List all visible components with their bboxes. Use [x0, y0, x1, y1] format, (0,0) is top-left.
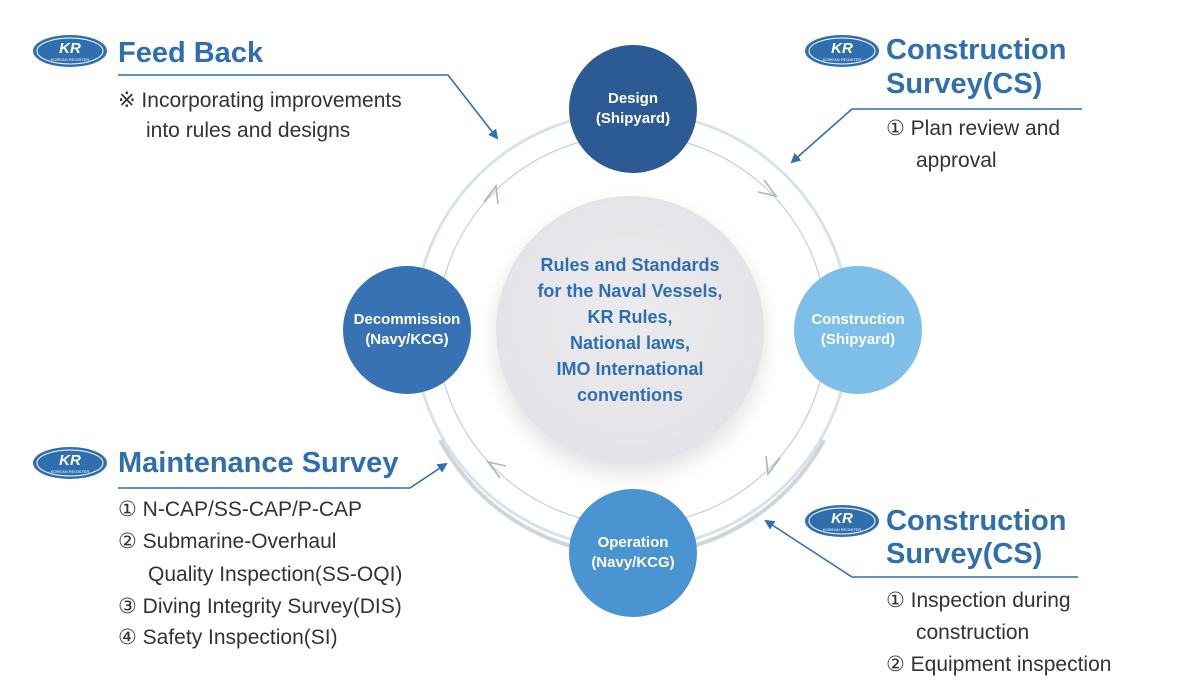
decommission-sublabel: (Navy/KCG)	[365, 331, 449, 348]
maintenance-item-3: Quality Inspection(SS-OQI)	[148, 563, 403, 586]
svg-text:KR: KR	[831, 40, 853, 57]
kr-logo-feedback: KR KOREAN REGISTER	[32, 34, 108, 68]
decommission-label: Decommission	[353, 311, 461, 328]
design-label: Design	[607, 90, 658, 107]
center-line-5: IMO International	[556, 359, 704, 379]
kr-logo-maintenance: KR KOREAN REGISTER	[32, 446, 108, 480]
cs-bottom-item-2: construction	[916, 621, 1030, 644]
maintenance-item-1: ① N-CAP/SS-CAP/P-CAP	[118, 498, 363, 521]
feedback-title: Feed Back	[118, 37, 264, 69]
maintenance-title: Maintenance Survey	[118, 447, 399, 479]
operation-circle: Operation (Navy/KCG)	[569, 489, 697, 617]
cs-bottom-item-1: ① Inspection during	[886, 589, 1071, 612]
cs-top-item-1: ① Plan review and	[886, 117, 1061, 140]
cs-top-leader	[790, 108, 1082, 164]
feedback-item-2: into rules and designs	[146, 119, 351, 142]
cycle-arrow-se	[765, 455, 781, 477]
center-line-2: for the Naval Vessels,	[537, 281, 723, 301]
construction-circle: Construction (Shipyard)	[794, 266, 922, 394]
design-sublabel: (Shipyard)	[595, 110, 671, 127]
feedback-leader	[118, 74, 499, 140]
decommission-circle: Decommission (Navy/KCG)	[343, 266, 471, 394]
center-line-1: Rules and Standards	[540, 255, 720, 275]
svg-text:KR: KR	[831, 510, 853, 527]
cs-bottom-item-3: ② Equipment inspection	[886, 653, 1112, 676]
cs-top-title-line2: Survey(CS)	[886, 68, 1043, 100]
cs-bottom-title-line1: Construction	[886, 505, 1067, 537]
center-line-4: National laws,	[569, 333, 691, 353]
center-line-6: conventions	[576, 385, 683, 405]
cs-top-title-line1: Construction	[886, 34, 1067, 66]
svg-text:KR: KR	[59, 452, 81, 469]
design-circle: Design (Shipyard)	[569, 45, 697, 173]
kr-logo-cs-bottom: KR KOREAN REGISTER	[804, 504, 880, 538]
maintenance-leader	[118, 462, 448, 489]
construction-sublabel: (Shipyard)	[820, 331, 896, 348]
maintenance-item-4: ③ Diving Integrity Survey(DIS)	[118, 595, 402, 618]
cs-bottom-title-line2: Survey(CS)	[886, 538, 1043, 570]
cycle-arrow-ne	[757, 179, 778, 198]
center-line-3: KR Rules,	[587, 307, 673, 327]
cycle-arrow-nw	[483, 183, 499, 205]
operation-sublabel: (Navy/KCG)	[591, 554, 675, 571]
maintenance-item-2: ② Submarine-Overhaul	[118, 530, 337, 553]
kr-logo-cs-top: KR KOREAN REGISTER	[804, 34, 880, 68]
svg-text:KOREAN REGISTER: KOREAN REGISTER	[823, 527, 862, 532]
svg-text:KOREAN REGISTER: KOREAN REGISTER	[823, 57, 862, 62]
cs-top-item-2: approval	[916, 149, 997, 172]
svg-text:KOREAN REGISTER: KOREAN REGISTER	[51, 469, 90, 474]
svg-text:KR: KR	[59, 40, 81, 57]
cycle-arrow-sw	[486, 460, 507, 479]
center-rules-circle: Rules and Standards for the Naval Vessel…	[496, 196, 764, 464]
feedback-item-1: ※ Incorporating improvements	[118, 89, 402, 112]
operation-label: Operation	[597, 534, 669, 551]
maintenance-item-5: ④ Safety Inspection(SI)	[118, 626, 338, 649]
cs-bottom-leader	[764, 519, 1078, 578]
construction-label: Construction	[811, 311, 905, 328]
svg-text:KOREAN REGISTER: KOREAN REGISTER	[51, 57, 90, 62]
